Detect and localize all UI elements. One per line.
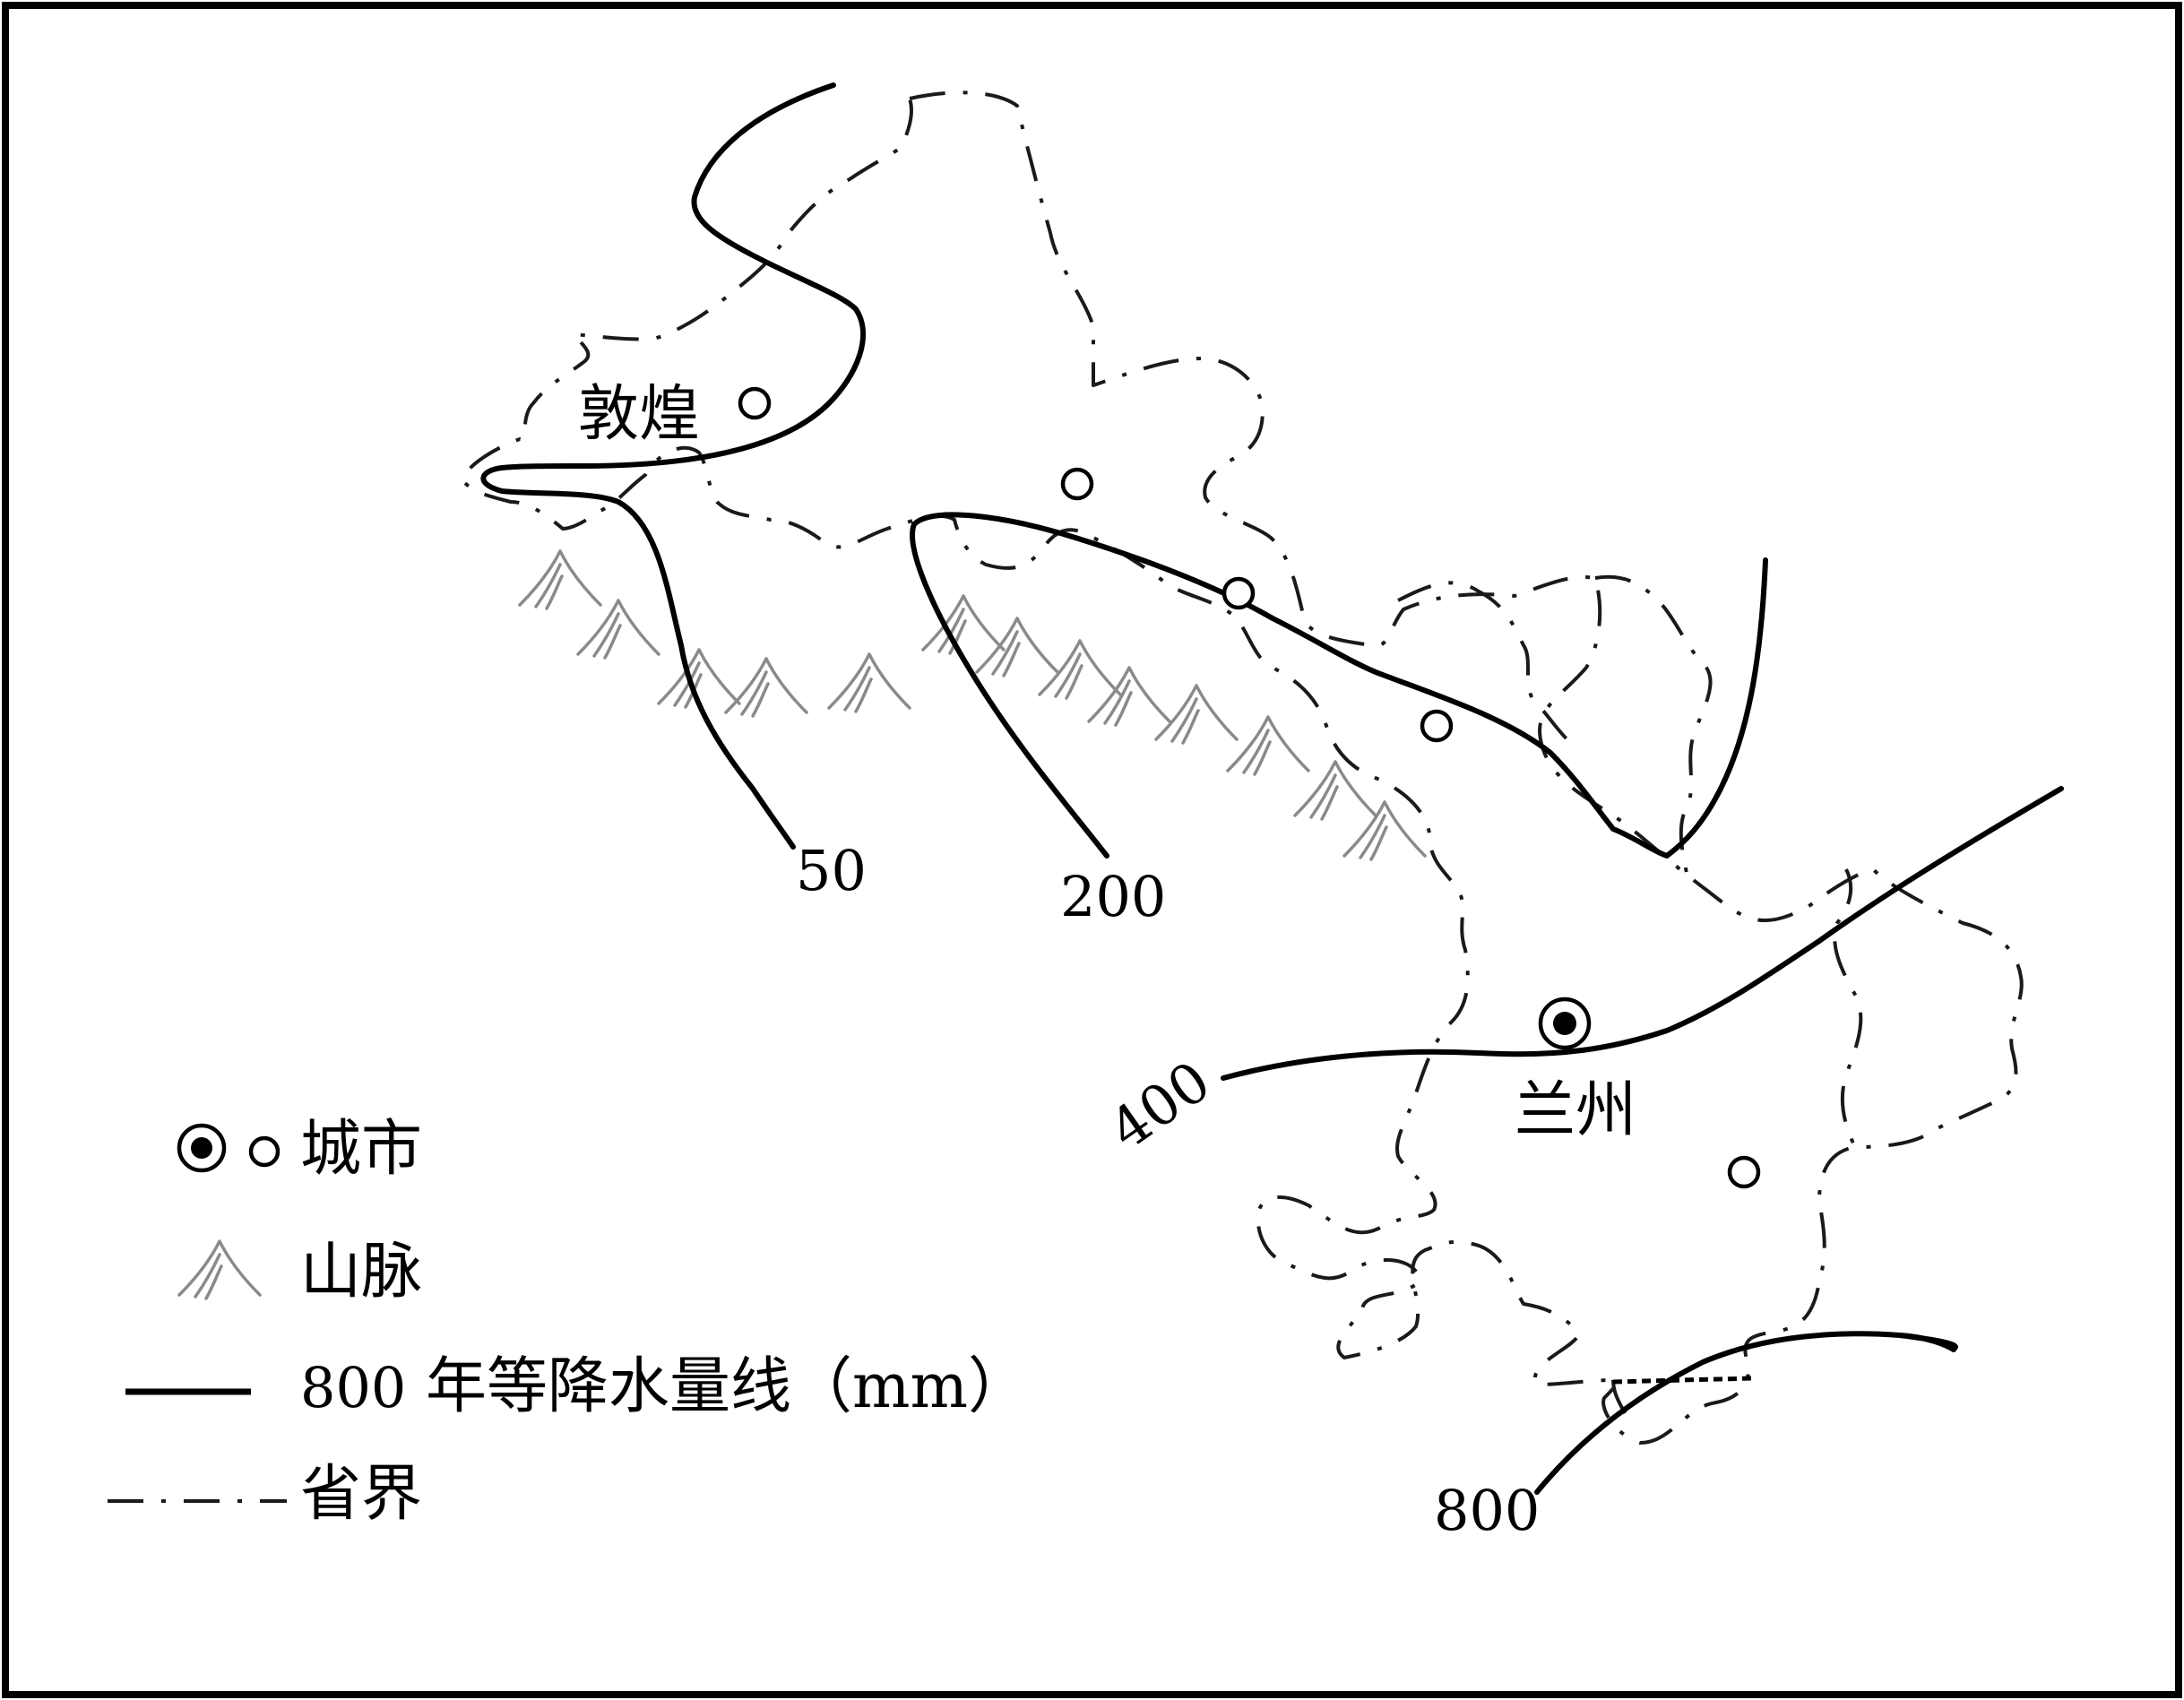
mountain-range [518, 549, 1427, 861]
city-small [1060, 467, 1094, 501]
city-small [1727, 1155, 1761, 1189]
isohyet-label-200: 200 [1060, 864, 1166, 929]
isohyet-400 [1221, 786, 2064, 1081]
label-dunhuang: 敦煌 [578, 379, 700, 450]
isohyet-200 [910, 512, 1768, 859]
label-lanzhou: 兰州 [1515, 1075, 1636, 1146]
city-dunhuang [738, 386, 772, 420]
dotted-segment [1612, 1376, 1753, 1385]
legend-isohyet-value: 800 [300, 1355, 406, 1420]
legend-boundary-label: 省界 [300, 1459, 422, 1530]
city-small [1221, 576, 1256, 610]
isohyet-label-800: 800 [1434, 1478, 1540, 1543]
isohyet-50 [480, 82, 866, 850]
city-lanzhou [1538, 997, 1592, 1050]
city-small [1420, 709, 1454, 743]
isohyet-label-50: 50 [796, 838, 867, 903]
legend-city-label: 城市 [300, 1114, 422, 1185]
legend-city-row: 城市 [177, 1114, 422, 1185]
province-boundary [462, 91, 2024, 1445]
legend-boundary-row: 省界 [108, 1459, 422, 1530]
legend-isohyet-label: 年等降水量线（mm） [426, 1351, 1029, 1422]
legend: 城市 山脉 800 年等降水量线（mm） 省界 [108, 1114, 1029, 1530]
legend-mountain-icon [177, 1239, 262, 1300]
legend-mountain-row: 山脉 [177, 1237, 422, 1307]
isohyet-label-400: 400 [1098, 1048, 1222, 1163]
legend-mountain-label: 山脉 [300, 1237, 422, 1307]
isohyet-800-tail [1897, 1333, 1956, 1352]
legend-isohyet-row: 800 年等降水量线（mm） [125, 1351, 1029, 1422]
isohyet-800 [1534, 1331, 1958, 1495]
